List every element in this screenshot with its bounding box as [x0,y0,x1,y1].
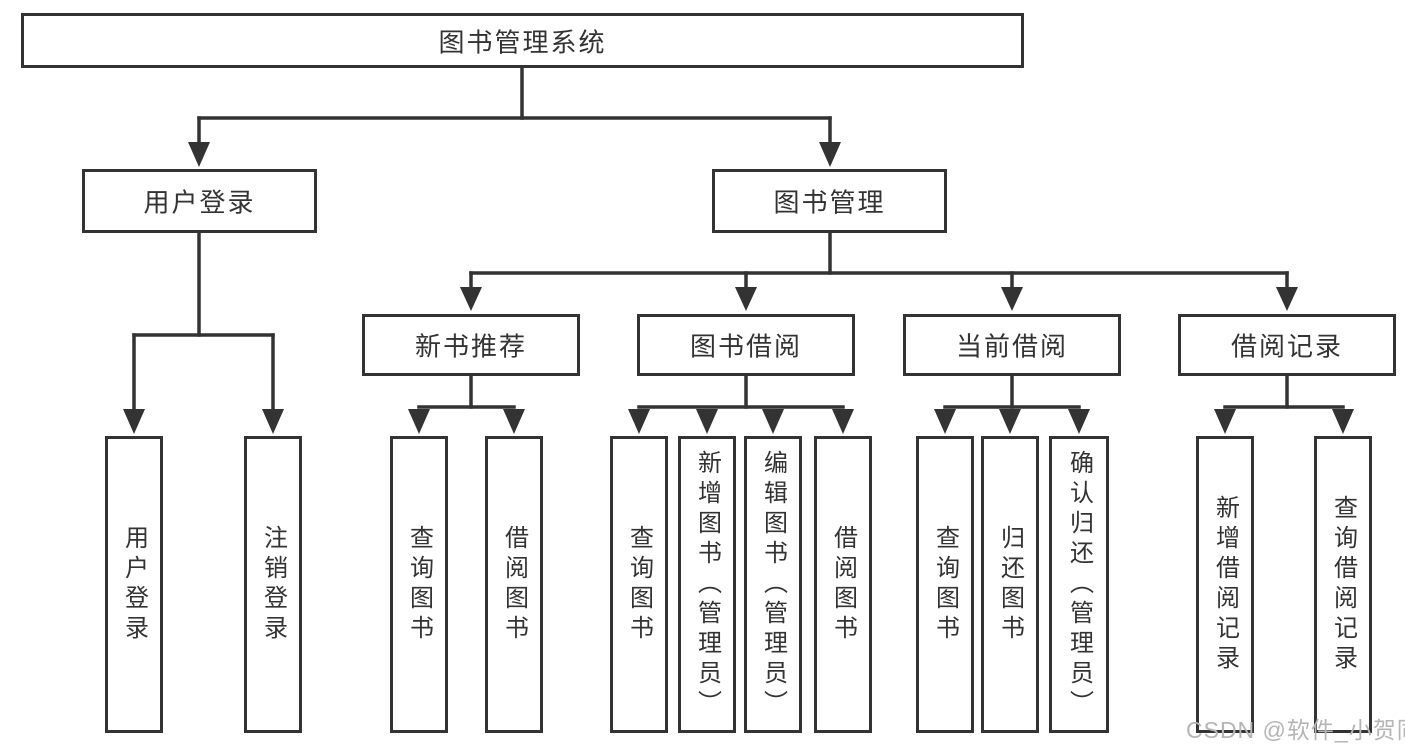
leaf-confirm-return-admin: 确认归还（管理员） [1049,436,1109,733]
leaf-borrow-books: 借阅图书 [814,436,872,733]
arrowhead-icons [123,142,1354,434]
node-user-login-label: 用户登录 [143,187,256,218]
node-book-management-label: 图书管理 [773,187,886,218]
leaf-return-books: 归还图书 [981,436,1039,733]
node-root: 图书管理系统 [21,13,1024,68]
csdn-watermark: CSDN @软件_小贺同学 [1186,717,1405,743]
node-root-label: 图书管理系统 [438,27,607,57]
node-user-login: 用户登录 [82,169,317,233]
leaf-query-books-recommend: 查询图书 [390,436,448,733]
leaf-query-borrow-record: 查询借阅记录 [1314,436,1372,733]
node-current-borrowing-label: 当前借阅 [955,331,1069,362]
node-new-book-recommend: 新书推荐 [362,314,580,376]
node-book-borrowing: 图书借阅 [637,314,855,376]
node-book-borrowing-label: 图书借阅 [689,331,803,362]
node-borrow-records-label: 借阅记录 [1230,331,1344,362]
leaf-query-books-current: 查询图书 [916,436,974,733]
leaf-query-books-borrow: 查询图书 [610,436,668,733]
leaf-logout: 注销登录 [244,436,302,733]
leaf-user-login: 用户登录 [105,436,163,733]
leaf-add-books-admin: 新增图书（管理员） [678,436,736,733]
leaf-edit-books-admin: 编辑图书（管理员） [744,436,802,733]
node-new-book-recommend-label: 新书推荐 [414,331,528,362]
leaf-add-borrow-record: 新增借阅记录 [1196,436,1254,733]
node-borrow-records: 借阅记录 [1178,314,1396,376]
node-current-borrowing: 当前借阅 [903,314,1121,376]
leaf-borrow-books-recommend: 借阅图书 [485,436,543,733]
node-book-management: 图书管理 [712,169,947,233]
